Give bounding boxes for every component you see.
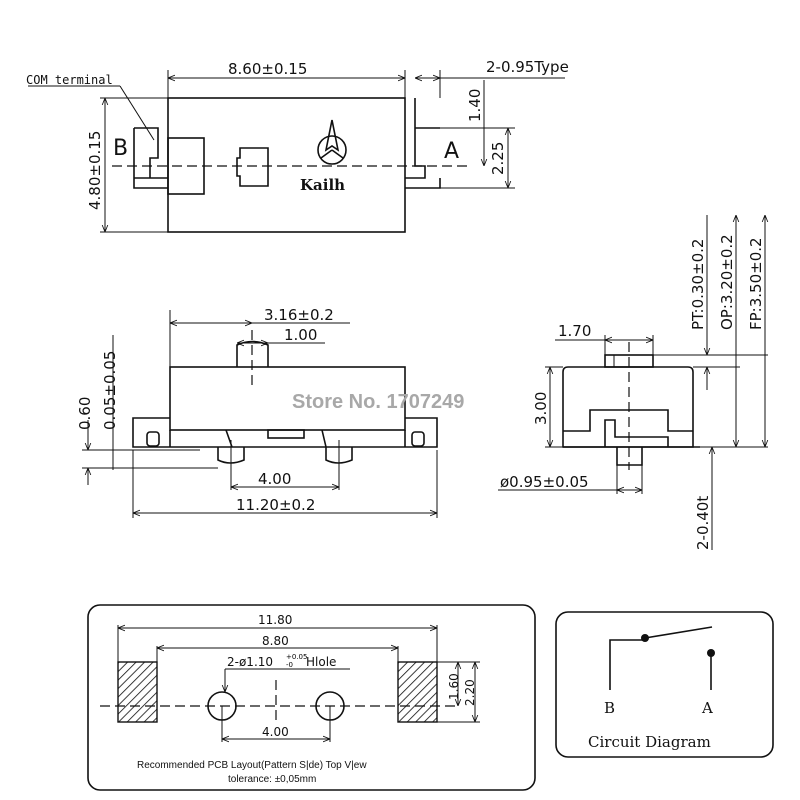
dim-0-05: 0.05±0.05 [101,351,119,430]
side-view: 1.70 3.00 ø0.95±0.05 PT:0.30±0.2 OP:3.20… [498,215,768,550]
store-watermark: Store No. 1707249 [292,391,464,413]
hole-dimension: 2-ø1.10 [227,655,273,669]
front-view: Store No. 1707249 3.16±0.2 1.00 0.60 0.0… [76,306,464,518]
terminal-a-label: A [444,139,459,164]
dim-0-60: 0.60 [76,397,94,430]
side-body [562,366,694,448]
circuit-title: Circuit Diagram [588,733,711,751]
base [132,417,438,448]
dim-0-40: 2-0.40t [694,496,712,550]
terminal-a [405,98,441,189]
circuit-diagram-panel: B A Circuit Diagram [555,611,774,758]
circuit-label-b: B [604,699,615,717]
dim-1-40: 1.40 [466,89,484,122]
pcb-tolerance: tolerance: ±0,05mm [228,774,316,785]
height-dimension: 4.80±0.15 [86,131,104,210]
center-window [236,147,269,187]
dim-1-70: 1.70 [558,322,591,340]
switch-lever [644,626,713,639]
hole-tolerance-minus: -0 [286,661,293,669]
kailh-logo: Kailh [300,119,347,194]
hole-suffix: Hlole [306,655,336,669]
dim-2-20: 2.20 [463,679,477,706]
terminal-b [133,127,168,189]
dim-11-20: 11.20±0.2 [236,496,315,514]
com-terminal-label: COM terminal [26,73,113,87]
dim-4-00: 4.00 [258,470,291,488]
pad-left [117,661,158,723]
hole-tolerance-plus: +0.05 [286,653,307,661]
dim-0-95: ø0.95±0.05 [500,473,589,491]
dim-1-00: 1.00 [284,326,317,344]
dim-1-60: 1.60 [447,673,461,700]
dim-3-00: 3.00 [532,392,550,425]
com-wire [609,639,645,690]
actuator-slot [167,137,205,195]
pcb-layout-panel: 11.80 8.80 2-ø1.10 +0.05 -0 Hlole 4.00 1… [87,604,536,791]
dim-2-25: 2.25 [489,142,507,175]
brand-text: Kailh [300,176,345,194]
dim-11-80: 11.80 [258,613,292,627]
circuit-label-a: A [701,699,713,717]
pcb-caption: Recommended PCB Layout(Pattern S|de) Top… [137,760,367,771]
operating-position-dimension: OP:3.20±0.2 [718,234,736,330]
dim-8-80: 8.80 [262,634,289,648]
dim-3-16: 3.16±0.2 [264,306,334,324]
dim-4-00-pcb: 4.00 [262,725,289,739]
terminal-b-label: B [113,136,128,161]
free-position-dimension: FP:3.50±0.2 [747,237,765,330]
terminal-width-dimension: 2-0.95Type [486,58,569,76]
pad-right [397,661,438,723]
pretravel-dimension: PT:0.30±0.2 [689,239,707,330]
width-dimension: 8.60±0.15 [228,60,307,78]
top-view: B A Kailh 8.60±0.15 2-0.95Type COM termi… [26,58,569,233]
